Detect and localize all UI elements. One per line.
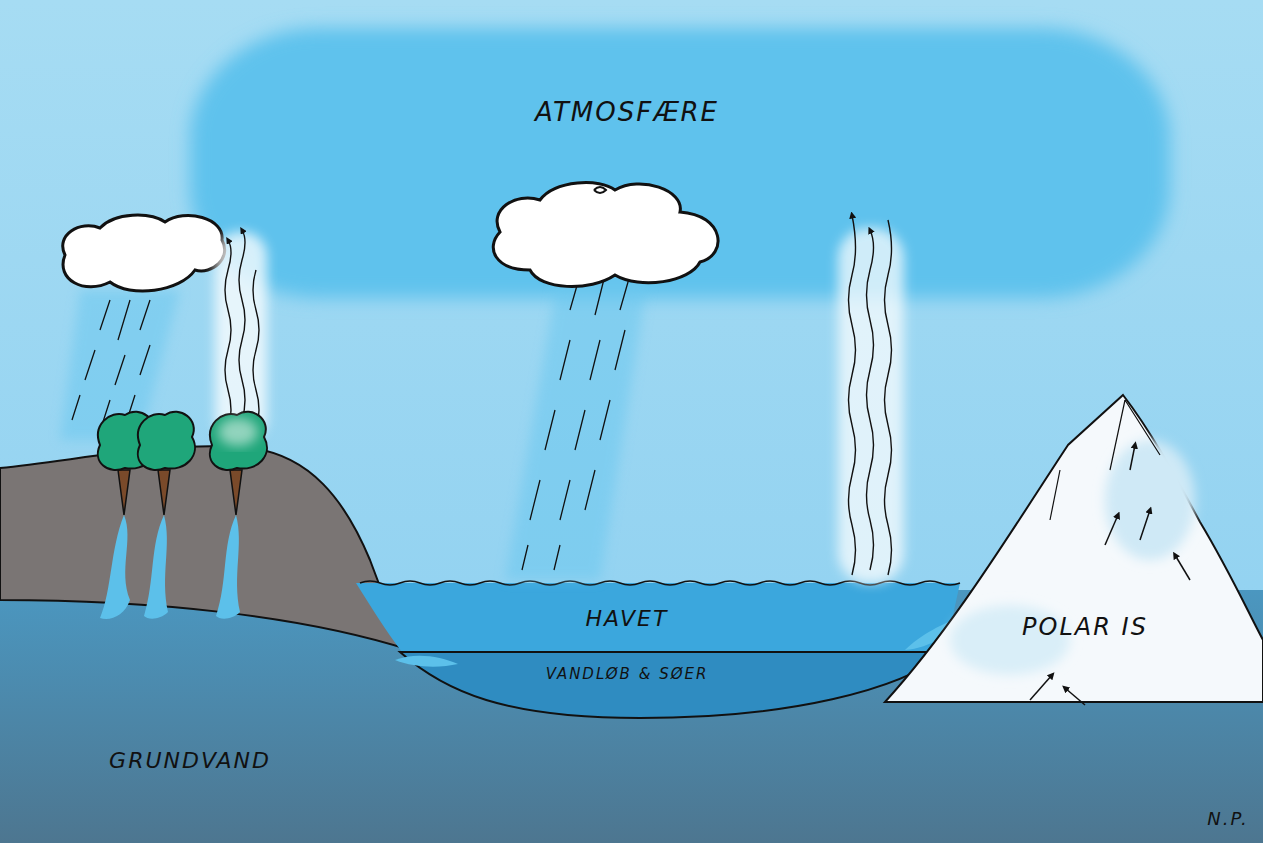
region-label: GRUNDVAND (109, 748, 271, 773)
ice-shade (1105, 440, 1195, 560)
cloud (63, 215, 225, 291)
ice-ridges (1050, 400, 1160, 520)
lakes-band (400, 652, 948, 718)
tree (138, 412, 195, 515)
region-label: VANDLØB & SØER (546, 665, 709, 683)
groundwater (0, 590, 1263, 843)
stream (395, 656, 458, 667)
sea (356, 583, 960, 652)
rain-drops (522, 275, 630, 570)
land (0, 446, 410, 650)
atmosphere-blob (190, 28, 1170, 298)
signature: N.P. (1207, 808, 1248, 829)
evaporation-arrows (225, 230, 259, 430)
ice-arrows (1030, 445, 1190, 705)
tree (210, 412, 267, 515)
evaporation-column (838, 228, 904, 583)
region-label: POLAR IS (1022, 613, 1148, 641)
region-label: ATMOSFÆRE (535, 97, 719, 127)
cloud (493, 183, 718, 287)
cloud-detail (594, 187, 606, 193)
seepage (100, 515, 240, 619)
region-label: HAVET (586, 606, 669, 631)
evaporation-arrows (849, 215, 892, 575)
polar-ice (885, 395, 1263, 702)
rain-area (505, 265, 650, 580)
rain-drops (72, 300, 150, 425)
